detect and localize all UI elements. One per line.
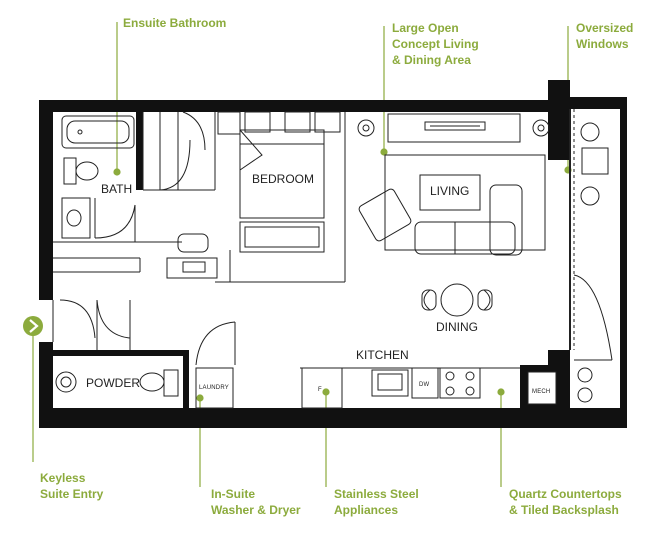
callout-countertops: Quartz Countertops & Tiled Backsplash: [509, 487, 622, 517]
bedroom-nightstand-1: [244, 111, 271, 133]
bedroom-bench: [239, 221, 325, 253]
wall-left-lower: [39, 342, 53, 428]
sofa: [414, 221, 516, 255]
leader-laundry-dot: [196, 394, 204, 402]
callout-washer-dryer: In-Suite Washer & Dryer: [211, 487, 301, 517]
room-label-living: LIVING: [430, 184, 470, 198]
dining-table: [440, 283, 474, 317]
entry-arrow-icon: [23, 316, 43, 336]
balcony-chair-2: [580, 186, 600, 206]
sink: [371, 369, 409, 397]
walls: [39, 80, 627, 428]
leader-living-dot: [380, 148, 388, 156]
dining-chair-right: [483, 289, 491, 311]
desk-chair: [177, 233, 209, 253]
wall-window-bay-right: [620, 97, 627, 417]
armchair: [358, 188, 412, 242]
bedroom-nightstand-2: [284, 111, 311, 133]
balcony-door-swing: [573, 274, 613, 361]
living-rug: [384, 154, 546, 251]
wall-bath-bedroom: [136, 112, 143, 190]
leader-ensuite-dot: [113, 168, 121, 176]
plant-4: [577, 387, 593, 403]
dishwasher: [411, 367, 439, 399]
dining-chair-left: [423, 289, 431, 311]
wall-bottom: [39, 408, 627, 428]
leader-appliances-dot: [322, 388, 330, 396]
callout-oversized-windows: Oversized Windows: [576, 21, 634, 51]
cooktop: [439, 367, 481, 399]
wall-right-top: [548, 80, 570, 160]
wall-window-bay-top: [570, 97, 627, 109]
room-label-laundry: LAUNDRY: [199, 385, 229, 391]
plant-3: [577, 367, 593, 383]
desk-keyboard: [182, 261, 206, 273]
room-label-dining: DINING: [436, 320, 478, 334]
plant-1: [357, 119, 375, 137]
room-label-powder: POWDER: [86, 376, 140, 390]
callout-appliances: Stainless Steel Appliances: [334, 487, 419, 517]
wall-powder-top: [53, 350, 183, 356]
bath-vanity: [61, 197, 91, 239]
leader-countertops-dot: [497, 388, 505, 396]
tv: [424, 121, 486, 131]
wall-left-upper: [39, 100, 53, 300]
media-console: [387, 113, 521, 143]
balcony-chair-1: [580, 122, 600, 142]
plants: [357, 119, 593, 403]
wall-top: [39, 100, 560, 112]
bedroom-wardrobe-1: [217, 111, 241, 135]
balcony-table: [581, 147, 609, 175]
powder-sink: [55, 371, 77, 393]
entry-door-swing: [59, 299, 96, 339]
plant-2: [532, 119, 550, 137]
callout-living-dining: Large Open Concept Living & Dining Area: [392, 21, 479, 67]
room-label-bath: BATH: [101, 182, 133, 196]
coffee-table: [419, 174, 481, 211]
bathtub: [61, 115, 135, 149]
fridge: [301, 367, 343, 409]
room-label-bedroom: BEDROOM: [252, 172, 315, 186]
desk: [166, 257, 218, 279]
label-dishwasher: DW: [419, 382, 430, 388]
sofa-chaise: [489, 184, 523, 256]
mech-closet: [527, 371, 557, 405]
wall-laundry-left: [183, 350, 189, 408]
laundry-unit: [195, 367, 234, 409]
interior-lines: [52, 109, 613, 409]
callout-leaders: [32, 22, 572, 487]
callout-keyless-entry: Keyless Suite Entry: [40, 471, 104, 501]
bath-toilet-tank: [63, 157, 77, 185]
bedroom-wardrobe-2: [314, 111, 341, 133]
label-fridge: F: [318, 387, 322, 393]
room-label-kitchen: KITCHEN: [356, 348, 409, 362]
bath-toilet-bowl: [75, 161, 99, 181]
callout-ensuite-bathroom: Ensuite Bathroom: [123, 16, 227, 30]
room-label-mech: MECH: [532, 389, 551, 395]
powder-toilet: [139, 372, 165, 392]
